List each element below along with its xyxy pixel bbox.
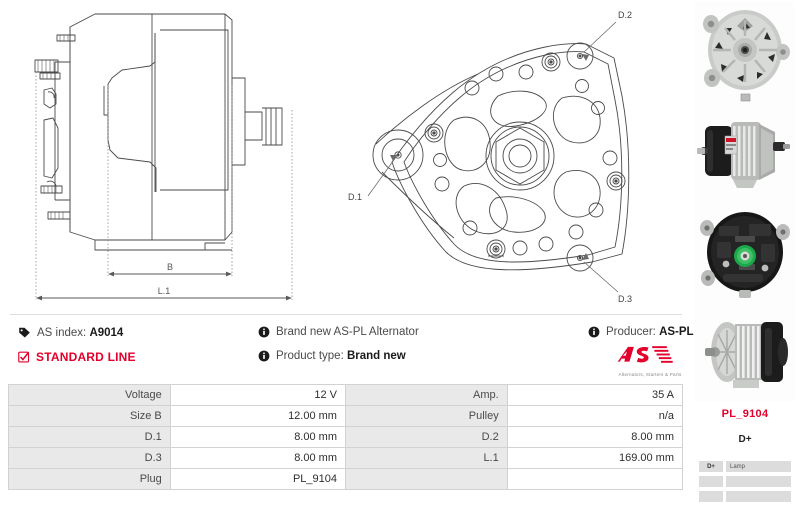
pin-row: D+ Lamp [699, 461, 791, 472]
spec-value-empty [506, 468, 684, 490]
alternator-photo-side[interactable] [695, 102, 795, 202]
pin-description [726, 491, 791, 502]
as-index-text: AS index: A9014 [37, 327, 123, 339]
table-row: Size B 12.00 mm Pulley n/a [8, 405, 684, 427]
product-type-value: Brand new [346, 350, 406, 362]
callout-d1-label: D.1 [348, 192, 362, 202]
product-type-row: Product type: Brand new [258, 350, 406, 362]
alternator-photo-rear[interactable] [695, 202, 795, 302]
table-row: D.1 8.00 mm D.2 8.00 mm [8, 426, 684, 448]
brand-new-text: Brand new AS-PL Alternator [276, 326, 419, 338]
info-icon [588, 326, 600, 338]
standard-line-row: STANDARD LINE [18, 350, 136, 364]
spec-label: L.1 [344, 447, 508, 469]
callout-d2-label: D.2 [618, 10, 632, 20]
spec-value: 8.00 mm [169, 426, 346, 448]
as-pl-logo: Alternators, Starters & Parts [610, 344, 690, 377]
as-index-value: A9014 [89, 326, 124, 339]
info-icon [258, 326, 270, 338]
pin-description: Lamp [726, 461, 791, 472]
spec-label: Voltage [8, 384, 171, 406]
producer-row: Producer: AS-PL [588, 326, 694, 338]
spec-value: 8.00 mm [169, 447, 346, 469]
alternator-front-view-technical-drawing: D.2 D.1 D.3 [330, 0, 660, 312]
checkbox-checked-icon [18, 351, 30, 363]
table-row: D.3 8.00 mm L.1 169.00 mm [8, 447, 684, 469]
dimension-b-label: B [167, 262, 173, 272]
alternator-photo-front[interactable] [695, 2, 795, 102]
specification-table: Voltage 12 V Amp. 35 A Size B 12.00 mm P… [8, 384, 684, 490]
producer-text: Producer: AS-PL [606, 326, 694, 338]
product-info-block: AS index: A9014 STANDARD LINE Brand new … [0, 322, 694, 380]
as-pl-logo-mark [617, 346, 673, 363]
tag-icon [18, 326, 31, 339]
as-pl-logo-tagline: Alternators, Starters & Parts [618, 372, 682, 377]
spec-label: Amp. [344, 384, 508, 406]
callout-d3-label: D.3 [618, 294, 632, 304]
dimension-l1-label: L.1 [158, 286, 171, 296]
spec-label: Size B [8, 405, 171, 427]
plug-code-label: PL_9104 [721, 408, 769, 420]
spec-value: 169.00 mm [506, 447, 684, 469]
pin-row [699, 476, 791, 487]
brand-new-row: Brand new AS-PL Alternator [258, 326, 419, 338]
spec-value: 35 A [506, 384, 684, 406]
spec-label: Plug [8, 468, 171, 490]
spec-value: 12.00 mm [169, 405, 346, 427]
product-type-text: Product type: Brand new [276, 350, 406, 362]
spec-label: D.2 [344, 426, 508, 448]
spec-value: 12 V [169, 384, 346, 406]
pin-name [699, 491, 723, 502]
spec-value: n/a [506, 405, 684, 427]
as-index-row: AS index: A9014 [18, 326, 123, 339]
section-divider [10, 314, 682, 315]
product-type-label: Product type: [276, 350, 344, 362]
table-row: Voltage 12 V Amp. 35 A [8, 384, 684, 406]
info-icon [258, 350, 270, 362]
product-photo-column: PL_9104 D+ D+ Lamp [692, 2, 798, 506]
spec-label: D.1 [8, 426, 171, 448]
spec-value: 8.00 mm [506, 426, 684, 448]
pin-assignment-table: D+ Lamp [699, 461, 791, 506]
alternator-side-view-technical-drawing: B L.1 [0, 0, 330, 312]
producer-label: Producer: [606, 326, 656, 338]
pin-name: D+ [699, 461, 723, 472]
spec-label: D.3 [8, 447, 171, 469]
table-row: Plug PL_9104 [8, 468, 684, 490]
alternator-photo-angled[interactable] [695, 302, 795, 402]
spec-value: PL_9104 [169, 468, 346, 490]
dplus-terminal-label: D+ [738, 434, 752, 445]
producer-value: AS-PL [659, 326, 694, 338]
spec-label: Pulley [344, 405, 508, 427]
as-index-label: AS index: [37, 326, 87, 339]
spec-label-empty [344, 468, 508, 490]
pin-description [726, 476, 791, 487]
pin-row [699, 491, 791, 502]
pin-name [699, 476, 723, 487]
standard-line-label: STANDARD LINE [36, 350, 136, 364]
